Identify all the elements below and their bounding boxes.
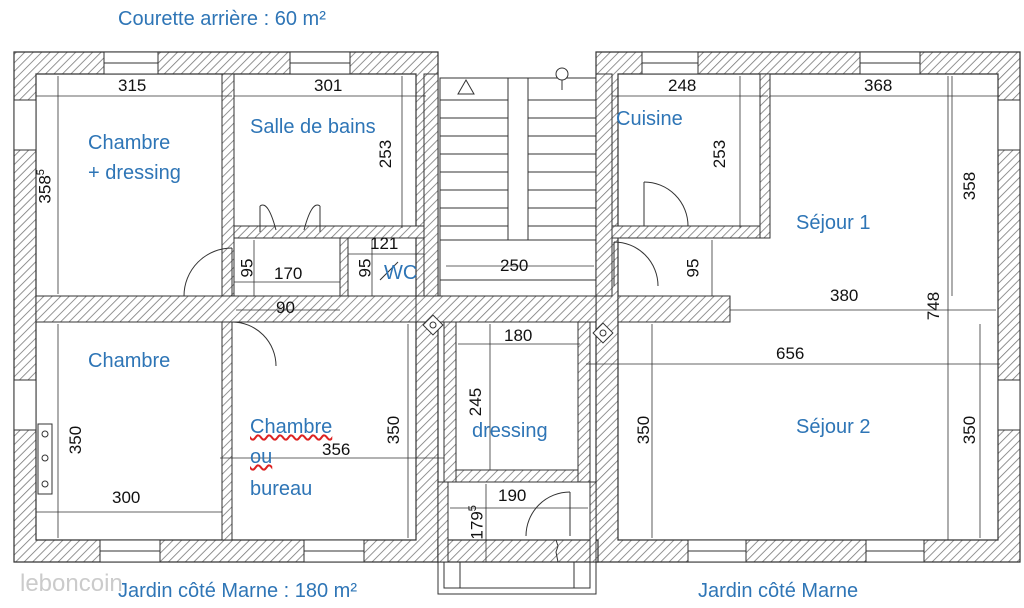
dimension-368: 368 xyxy=(864,76,893,95)
windows xyxy=(13,51,1021,563)
dimension-121: 121 xyxy=(370,234,399,253)
dimension-358-left: 3585 xyxy=(34,169,55,204)
dimension-300: 300 xyxy=(112,488,141,507)
room-label-sejour-1: Séjour 1 xyxy=(796,212,871,234)
room-label-chambre-bureau: Chambre xyxy=(250,416,333,438)
garden-label-left: Jardin côté Marne : 180 m² xyxy=(118,580,357,602)
dimension-301: 301 xyxy=(314,76,343,95)
watermark-logo: leboncoin xyxy=(20,570,123,597)
radiator xyxy=(37,423,53,495)
dimension-748: 748 xyxy=(924,291,944,321)
door-swings xyxy=(183,181,689,537)
dimension-95-a: 95 xyxy=(237,258,257,278)
room-label-chambre: Chambre xyxy=(88,350,171,372)
dimension-180: 180 xyxy=(504,326,533,345)
room-label-wc: WC xyxy=(384,262,418,284)
dimension-350-sejour-left: 350 xyxy=(634,415,654,445)
dimension-253-kitchen: 253 xyxy=(710,139,730,169)
dimension-95-b: 95 xyxy=(355,258,375,278)
room-label-salle-de-bains: Salle de bains xyxy=(250,116,376,138)
room-label-dressing: dressing xyxy=(472,420,548,442)
interior-walls xyxy=(35,73,771,563)
dimension-lines xyxy=(35,76,1000,562)
room-label-cuisine: Cuisine xyxy=(616,108,683,130)
room-label-chambre-dressing-sub: + dressing xyxy=(88,162,181,184)
dimension-656: 656 xyxy=(776,344,805,363)
room-label-sejour-2: Séjour 2 xyxy=(796,416,871,438)
entry-porch xyxy=(437,539,597,595)
dimension-350-bureau: 350 xyxy=(384,415,404,445)
page-title: Courette arrière : 60 m² xyxy=(118,8,326,30)
room-label-chambre-dressing: Chambre xyxy=(88,132,171,154)
dimension-350-sejour-right: 350 xyxy=(960,415,980,445)
dimension-350-chambre: 350 xyxy=(66,425,86,455)
dimension-170: 170 xyxy=(274,264,303,283)
dimension-253-bath: 253 xyxy=(376,139,396,169)
dimension-190: 190 xyxy=(498,486,527,505)
dimension-245: 245 xyxy=(466,387,486,417)
dimension-315: 315 xyxy=(118,76,147,95)
dimension-90: 90 xyxy=(276,298,295,317)
room-label-chambre-bureau-sub: bureau xyxy=(250,478,313,500)
garden-label-right: Jardin côté Marne xyxy=(698,580,859,602)
dimension-380: 380 xyxy=(830,286,859,305)
room-label-chambre-bureau-ou: ou xyxy=(250,446,273,468)
dimension-95-c: 95 xyxy=(683,258,703,278)
staircase xyxy=(439,67,597,297)
dimension-250: 250 xyxy=(500,256,529,275)
dimension-358-right: 358 xyxy=(960,171,980,201)
dimension-248: 248 xyxy=(668,76,697,95)
dimension-179: 1795 xyxy=(466,505,487,540)
dimension-356: 356 xyxy=(322,440,351,459)
